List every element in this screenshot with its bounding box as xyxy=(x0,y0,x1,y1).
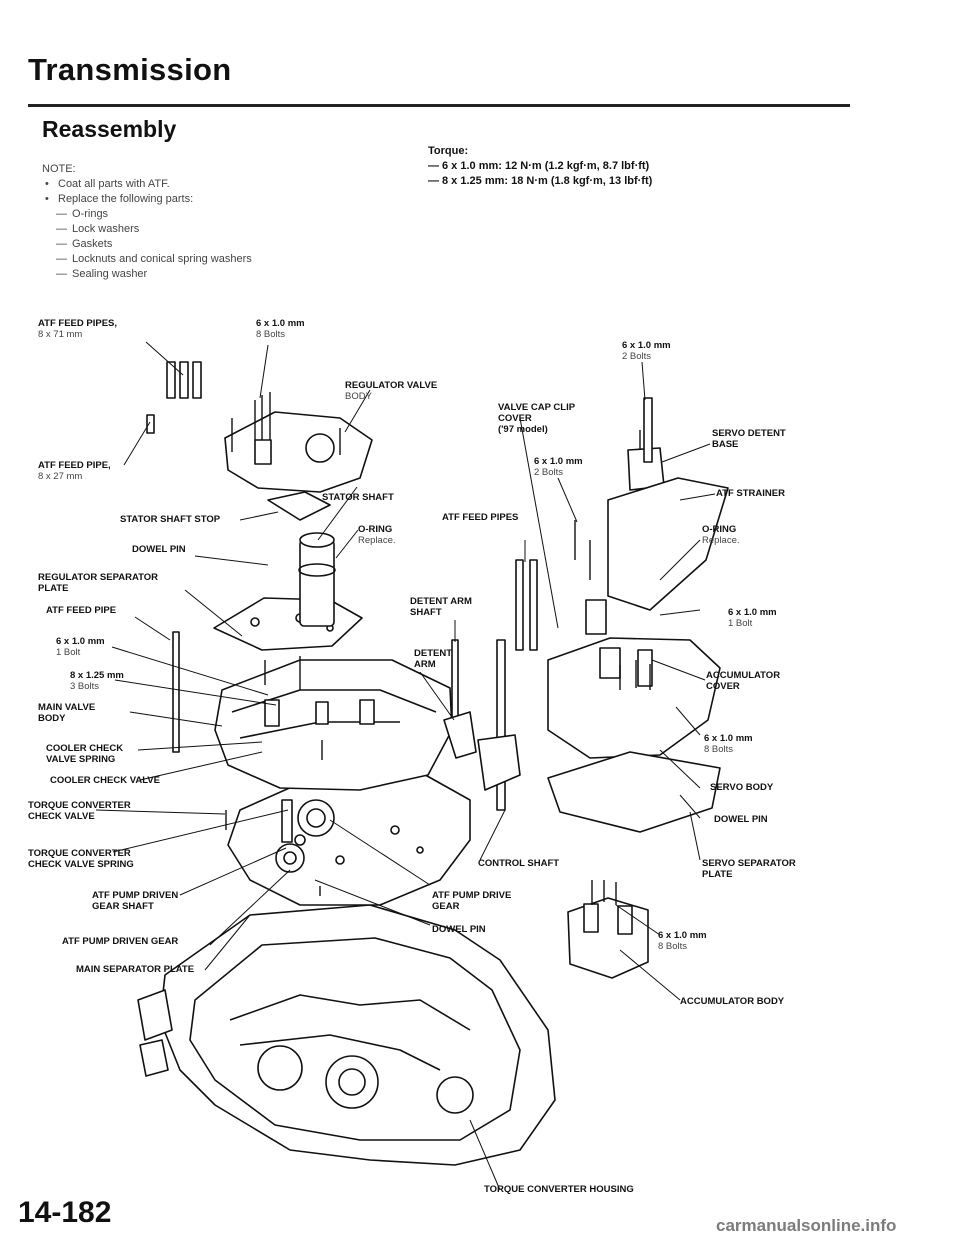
section-title: Reassembly xyxy=(42,116,177,142)
replace-item: Gaskets xyxy=(42,237,252,252)
label-stator-shaft-stop: STATOR SHAFT STOP xyxy=(120,514,221,525)
label-dowel-pin-bottom: DOWEL PIN xyxy=(432,924,486,935)
accumulator-body xyxy=(567,897,649,979)
atf-feed-pipe xyxy=(192,361,202,399)
label-atf-feed-pipe-8x27: ATF FEED PIPE,8 x 27 mm xyxy=(38,460,111,482)
reg-body-boss xyxy=(254,439,272,465)
notes-label: NOTE: xyxy=(42,163,76,175)
label-cooler-check-valve: COOLER CHECK VALVE xyxy=(50,775,160,786)
replace-item: Lock washers xyxy=(42,222,252,237)
torque-converter-housing xyxy=(159,904,556,1166)
torque-block: Torque: 6 x 1.0 mm: 12 N·m (1.2 kgf·m, 8… xyxy=(428,144,652,189)
replace-item: Locknuts and conical spring washers xyxy=(42,252,252,267)
accumulator-piston xyxy=(583,903,599,933)
valve-body-boss xyxy=(359,699,375,725)
regulator-separator-plate xyxy=(213,597,363,651)
detent-arm xyxy=(443,711,477,759)
atf-pump-driven-gear-shaft xyxy=(281,799,293,843)
atf-feed-pipe-long xyxy=(172,631,180,753)
title-rule xyxy=(28,104,850,107)
label-atf-feed-pipes-8x71: ATF FEED PIPES,8 x 71 mm xyxy=(38,318,118,340)
label-servo-body: SERVO BODY xyxy=(710,782,774,793)
stator-shaft xyxy=(299,539,335,627)
label-torque-converter-housing: TORQUE CONVERTER HOUSING xyxy=(484,1184,634,1195)
note-item: Coat all parts with ATF. xyxy=(42,177,252,192)
label-control-shaft: CONTROL SHAFT xyxy=(478,858,560,869)
page-number: 14-182 xyxy=(18,1196,112,1229)
page-title: Transmission xyxy=(28,52,232,87)
label-atf-pump-driven-gear: ATF PUMP DRIVEN GEAR xyxy=(62,936,179,947)
atf-feed-pipe xyxy=(166,361,176,399)
stator-shaft-stop xyxy=(267,491,331,521)
replace-item: O-rings xyxy=(42,207,252,222)
servo-bolt xyxy=(643,397,653,463)
label-dowel-pin-top: DOWEL PIN xyxy=(132,544,186,555)
main-valve-body xyxy=(214,659,453,791)
torque-line: 8 x 1.25 mm: 18 N·m (1.8 kgf·m, 13 lbf·f… xyxy=(428,174,652,189)
valve-body-boss xyxy=(264,699,280,727)
detent-arm-shaft xyxy=(451,639,459,721)
note-item: Replace the following parts: xyxy=(42,192,252,207)
watermark: carmanualsonline.info xyxy=(716,1216,897,1235)
housing-bore xyxy=(257,1045,303,1091)
atf-strainer xyxy=(607,477,729,611)
valve-body-boss xyxy=(315,701,329,725)
atf-feed-pipe xyxy=(179,361,189,399)
label-dowel-pin-right: DOWEL PIN xyxy=(714,814,768,825)
servo-body xyxy=(547,637,721,759)
servo-piston xyxy=(599,647,621,679)
label-accumulator-body: ACCUMULATOR BODY xyxy=(680,996,785,1007)
servo-piston xyxy=(637,649,653,687)
torque-line: 6 x 1.0 mm: 12 N·m (1.2 kgf·m, 8.7 lbf·f… xyxy=(428,159,652,174)
servo-separator-plate xyxy=(547,751,721,833)
atf-feed-pipe xyxy=(515,559,524,651)
notes-block: NOTE: Coat all parts with ATF. Replace t… xyxy=(42,162,252,282)
control-shaft xyxy=(496,639,506,811)
label-atf-feed-pipe: ATF FEED PIPE xyxy=(46,605,117,616)
torque-label: Torque: xyxy=(428,145,469,157)
accumulator-piston xyxy=(617,905,633,935)
label-main-separator-plate: MAIN SEPARATOR PLATE xyxy=(76,964,195,975)
atf-feed-pipe-short xyxy=(146,414,155,434)
atf-feed-pipe xyxy=(529,559,538,651)
label-atf-feed-pipes-mid: ATF FEED PIPES xyxy=(442,512,519,523)
label-stator-shaft: STATOR SHAFT xyxy=(322,492,394,503)
replace-item: Sealing washer xyxy=(42,267,252,282)
accumulator-cover xyxy=(585,599,607,635)
label-atf-strainer: ATF STRAINER xyxy=(716,488,785,499)
housing-bore xyxy=(436,1076,474,1114)
